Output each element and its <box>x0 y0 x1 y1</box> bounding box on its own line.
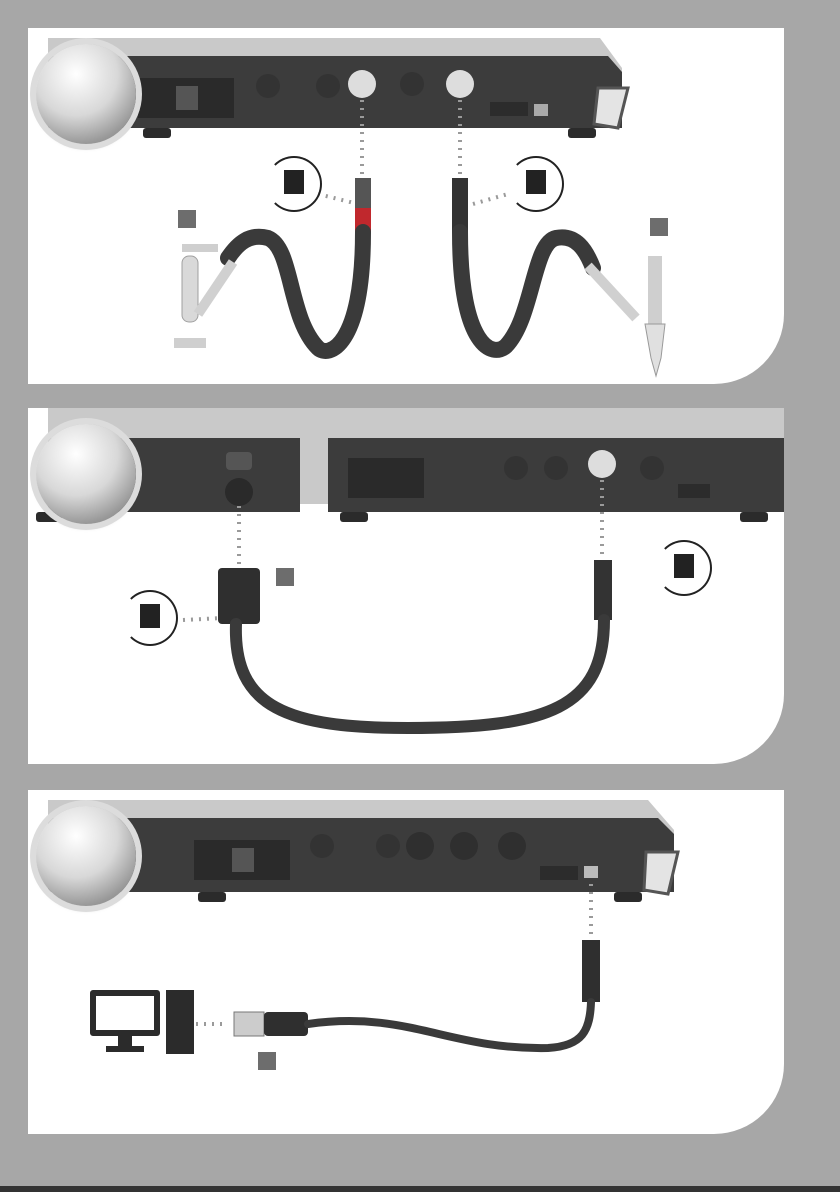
step-3-illustration <box>28 790 784 1134</box>
step-1-illustration <box>28 28 784 384</box>
step-2-badge <box>36 424 136 524</box>
lock-rotate-icon <box>656 540 712 596</box>
step-3-badge <box>36 806 136 906</box>
step-3-panel <box>28 790 784 1134</box>
bottom-strip <box>0 1186 840 1192</box>
step-marker <box>276 568 294 586</box>
computer-icon <box>90 990 198 1054</box>
step-marker <box>650 218 668 236</box>
step-marker <box>178 210 196 228</box>
port-right <box>446 70 474 98</box>
lock-rotate-icon <box>266 156 322 212</box>
lock-rotate-icon <box>508 156 564 212</box>
port-left <box>348 70 376 98</box>
lock-rotate-icon <box>122 590 178 646</box>
step-marker <box>258 1052 276 1070</box>
step-1-panel <box>28 28 784 384</box>
step-2-panel <box>28 408 784 764</box>
step-1-badge <box>36 44 136 144</box>
